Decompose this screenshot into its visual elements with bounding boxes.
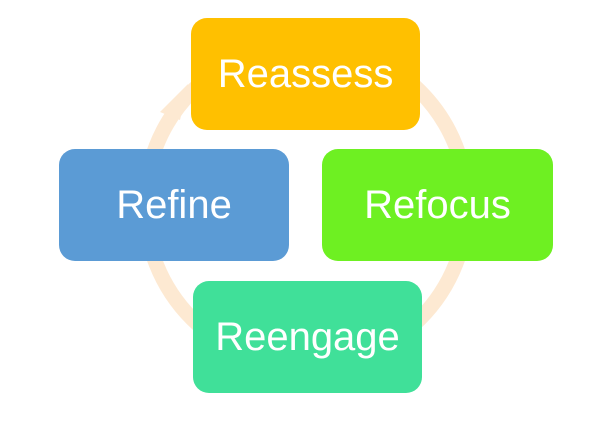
- stage-refocus-label: Refocus: [364, 183, 511, 227]
- stage-refine-label: Refine: [116, 183, 232, 227]
- stage-reassess-label: Reassess: [217, 52, 394, 96]
- stage-refocus: Refocus: [322, 149, 553, 261]
- stage-reengage: Reengage: [193, 281, 422, 393]
- stage-reengage-label: Reengage: [215, 315, 400, 359]
- cycle-arrow-head-icon: [160, 84, 188, 120]
- stage-reassess: Reassess: [191, 18, 420, 130]
- stage-refine: Refine: [59, 149, 289, 261]
